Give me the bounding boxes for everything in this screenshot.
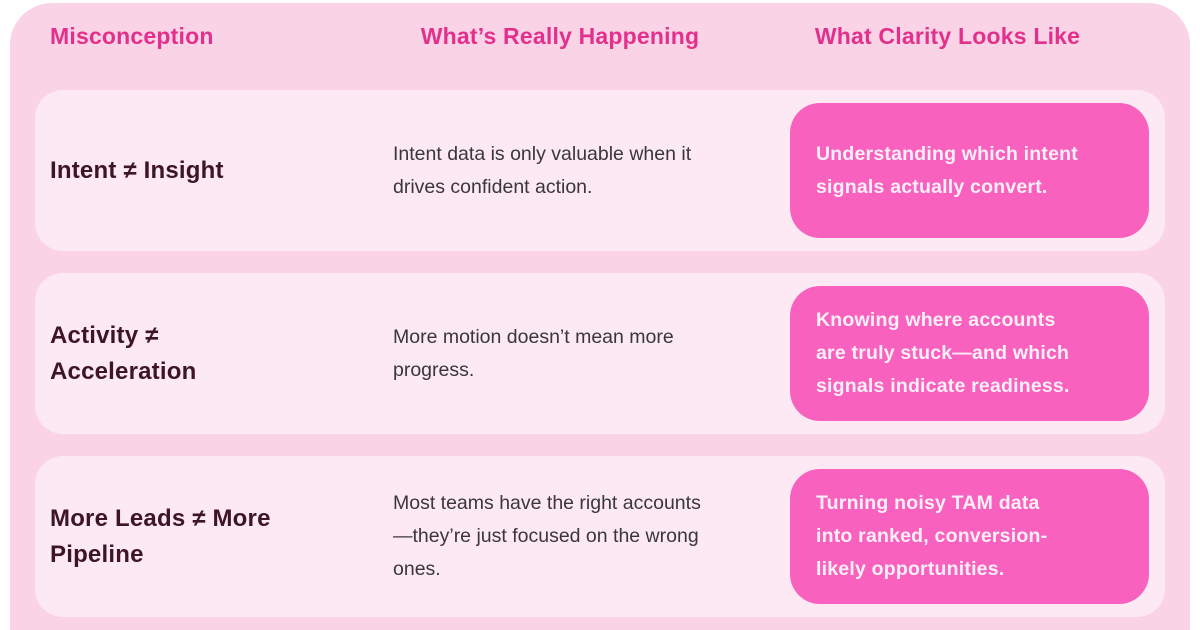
table-row-leads-pipeline: More Leads ≠ More Pipeline Most teams ha… — [35, 456, 1165, 617]
reality-text: More motion doesn’t mean more progress. — [393, 325, 674, 381]
column-header-whats-really-happening: What’s Really Happening — [420, 23, 700, 49]
clarity-text: Understanding which intent signals actua… — [816, 142, 1078, 198]
column-header-misconception: Misconception — [50, 23, 214, 49]
table-header-row: Misconception What’s Really Happening Wh… — [35, 3, 1165, 50]
misconception-title: Activity ≠ Acceleration — [50, 321, 197, 385]
clarity-bubble: Turning noisy TAM data into ranked, conv… — [790, 469, 1149, 604]
table-row-activity-acceleration: Activity ≠ Acceleration More motion does… — [35, 273, 1165, 434]
reality-text: Intent data is only valuable when it dri… — [393, 142, 692, 198]
clarity-bubble: Knowing where accounts are truly stuck—a… — [790, 286, 1149, 421]
infographic-panel: Misconception What’s Really Happening Wh… — [10, 3, 1190, 630]
clarity-text: Knowing where accounts are truly stuck—a… — [816, 309, 1070, 397]
column-header-what-clarity-looks-like: What Clarity Looks Like — [814, 23, 1081, 49]
reality-text: Most teams have the right accounts—they’… — [393, 492, 701, 580]
misconception-title: Intent ≠ Insight — [50, 156, 224, 184]
table-row-intent-insight: Intent ≠ Insight Intent data is only val… — [35, 90, 1165, 251]
table-body: Intent ≠ Insight Intent data is only val… — [35, 90, 1165, 617]
misconception-title: More Leads ≠ More Pipeline — [50, 504, 271, 568]
clarity-text: Turning noisy TAM data into ranked, conv… — [816, 492, 1048, 580]
clarity-bubble: Understanding which intent signals actua… — [790, 103, 1149, 238]
